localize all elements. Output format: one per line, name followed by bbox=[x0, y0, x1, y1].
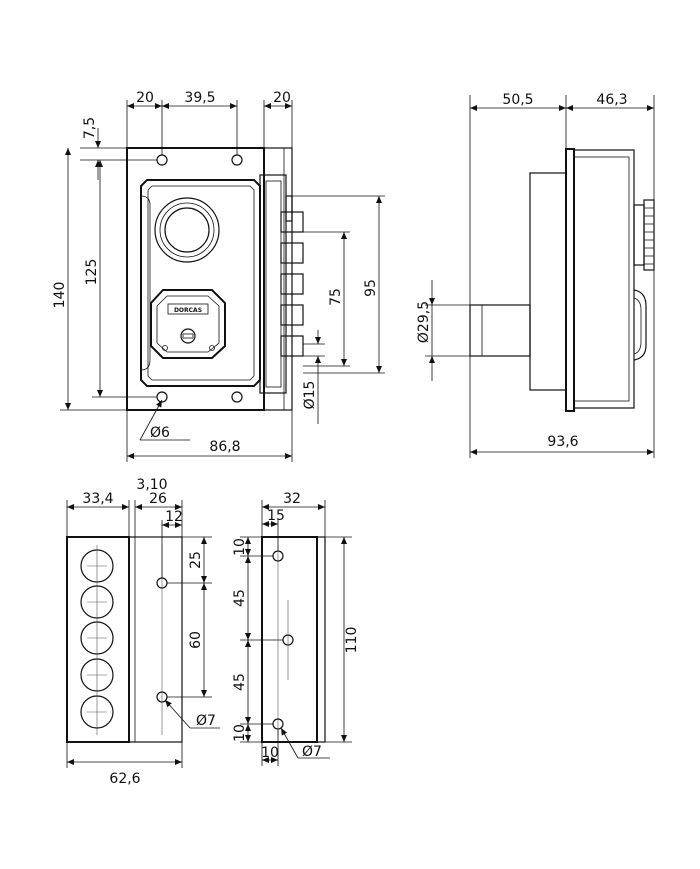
side-view: 50,5 46,3 Ø29,5 93,6 bbox=[416, 92, 655, 458]
side-cylinder bbox=[469, 304, 531, 357]
dim-side-cylinder-diam: Ø29,5 bbox=[416, 301, 432, 343]
dim-plate-span-upper: 45 bbox=[232, 589, 248, 607]
dim-plate-top-gap: 10 bbox=[232, 538, 248, 556]
dim-strike-width: 62,6 bbox=[109, 771, 140, 787]
dim-front-top-left: 20 bbox=[136, 90, 154, 106]
dim-strike-hole-span: 60 bbox=[188, 631, 204, 649]
dim-front-bolt-span: 75 bbox=[328, 288, 344, 306]
side-plate bbox=[565, 148, 575, 412]
mounting-hole-tr bbox=[231, 154, 243, 166]
dim-side-top-right: 46,3 bbox=[596, 92, 627, 108]
dim-front-bolt-span-outer: 95 bbox=[363, 279, 379, 297]
strike-view: 33,4 3,10 26 12 25 60 Ø7 62,6 bbox=[66, 477, 220, 787]
side-cover bbox=[573, 149, 635, 409]
dim-front-height-total: 140 bbox=[52, 282, 68, 309]
dim-plate-bottom-gap: 10 bbox=[232, 724, 248, 742]
dim-strike-top-b: 3,10 bbox=[136, 477, 167, 493]
brand-label: DORCAS bbox=[174, 307, 202, 314]
plate-view: 32 15 10 45 45 10 110 10 Ø7 bbox=[232, 491, 360, 766]
dim-side-top-left: 50,5 bbox=[502, 92, 533, 108]
dim-front-top-right: 20 bbox=[273, 90, 291, 106]
dim-plate-bottom-offset: 10 bbox=[261, 745, 279, 761]
dim-strike-first-hole: 25 bbox=[188, 551, 204, 569]
side-knob bbox=[633, 199, 655, 271]
side-guard bbox=[633, 289, 647, 361]
dim-front-height-inner: 125 bbox=[84, 259, 100, 286]
strike-bolt-holes bbox=[80, 545, 114, 735]
dim-plate-width: 32 bbox=[283, 491, 301, 507]
dim-strike-hole-offset: 12 bbox=[165, 509, 183, 525]
front-lock-body bbox=[140, 179, 261, 387]
dim-plate-hole-diam: Ø7 bbox=[302, 744, 322, 760]
mounting-hole-br bbox=[231, 391, 243, 403]
front-flange bbox=[263, 147, 293, 411]
dim-front-top-mid: 39,5 bbox=[184, 90, 215, 106]
plate-edge bbox=[316, 536, 326, 743]
dim-plate-height: 110 bbox=[344, 627, 360, 654]
strike-flange bbox=[128, 536, 183, 743]
front-bolts bbox=[280, 195, 304, 357]
front-view: DORCAS 20 39,5 20 7,5 140 125 95 bbox=[52, 90, 385, 462]
plate-body bbox=[261, 536, 318, 743]
side-body bbox=[529, 172, 567, 391]
dim-strike-top-c: 26 bbox=[149, 491, 167, 507]
strike-box bbox=[66, 536, 130, 743]
mounting-hole-tl bbox=[156, 154, 168, 166]
knob bbox=[154, 197, 220, 263]
cylinder-guard bbox=[150, 289, 226, 359]
dim-plate-hole-offset: 15 bbox=[267, 508, 285, 524]
front-bolt-housing bbox=[259, 174, 287, 394]
dim-front-width: 86,8 bbox=[209, 439, 240, 455]
dim-strike-top-a: 33,4 bbox=[82, 491, 113, 507]
dim-plate-span-lower: 45 bbox=[232, 673, 248, 691]
dim-side-width: 93,6 bbox=[547, 434, 578, 450]
dim-strike-hole-diam: Ø7 bbox=[196, 713, 216, 729]
dim-front-left-small: 7,5 bbox=[82, 117, 98, 139]
front-plate-outline bbox=[126, 147, 265, 411]
dim-front-hole-diam: Ø6 bbox=[150, 425, 170, 441]
dim-front-bolt-pitch: Ø15 bbox=[302, 381, 318, 410]
